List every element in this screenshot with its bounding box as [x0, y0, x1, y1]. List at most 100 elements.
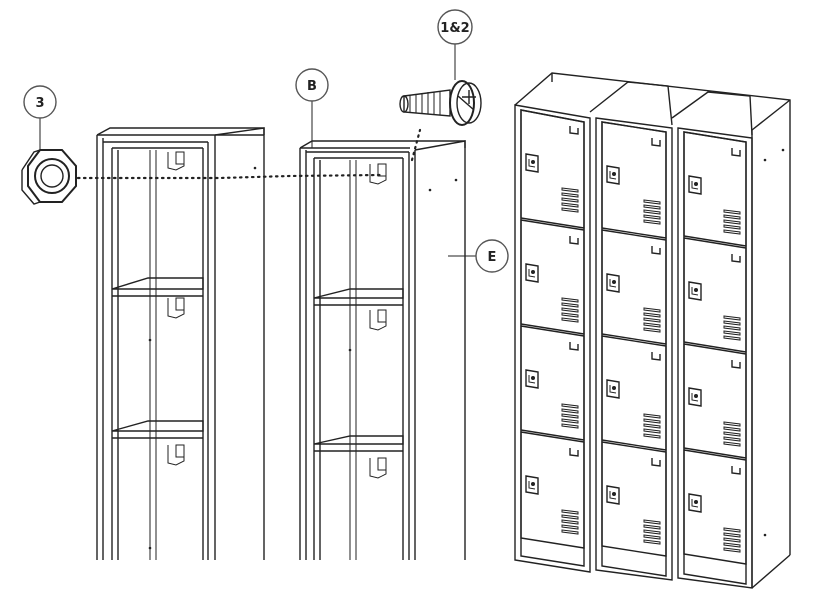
lock-keyhole	[691, 181, 699, 190]
door-handle-icon	[651, 458, 661, 467]
door-handle-icon	[731, 254, 741, 263]
lock-keyhole	[528, 269, 536, 278]
vent-slot	[723, 315, 741, 321]
lock-icon	[688, 387, 702, 407]
lock-knob	[531, 376, 535, 380]
vent-slot	[723, 335, 741, 341]
lock-icon	[688, 175, 702, 195]
vent-slot	[643, 418, 661, 424]
vent-slot	[643, 519, 661, 525]
door-details	[525, 126, 741, 553]
vent-slot	[723, 441, 741, 447]
vent-slot	[723, 219, 741, 225]
lock-knob	[612, 280, 616, 284]
vent-slot	[723, 209, 741, 215]
vent-slot	[643, 534, 661, 540]
vent-slot	[561, 403, 579, 409]
vent-slot	[723, 426, 741, 432]
vent-slot	[561, 423, 579, 429]
bolt-part	[399, 80, 482, 126]
lock-knob	[694, 394, 698, 398]
door-handle-icon	[569, 236, 579, 245]
vent-slot	[561, 413, 579, 419]
lock-icon	[525, 369, 539, 389]
vent-slot	[643, 317, 661, 323]
vent-slot	[643, 209, 661, 215]
vent-slot	[643, 529, 661, 535]
open-locker-frame-middle	[299, 140, 466, 560]
vent-slot	[723, 330, 741, 336]
lock-knob	[694, 182, 698, 186]
vent-slot	[561, 297, 579, 303]
lock-icon	[606, 485, 620, 505]
vent-slot	[723, 532, 741, 538]
assembled-locker-bank	[514, 72, 791, 589]
lock-icon	[525, 263, 539, 283]
door-handle-icon	[651, 246, 661, 255]
vent-slot	[643, 539, 661, 545]
vent-slot	[561, 317, 579, 323]
vent-slot	[643, 307, 661, 313]
vent-slot	[561, 418, 579, 424]
callout-nut: 3	[23, 85, 57, 150]
vent-slot	[561, 524, 579, 530]
vent-slot	[723, 229, 741, 235]
lock-keyhole	[691, 499, 699, 508]
vent-slot	[723, 421, 741, 427]
vent-slot	[643, 433, 661, 439]
lock-knob	[612, 492, 616, 496]
door-handle-icon	[569, 126, 579, 135]
vent-slot	[561, 187, 579, 193]
callout-side-panel-label: E	[488, 250, 497, 265]
vent-slot	[643, 312, 661, 318]
vent-slot	[643, 322, 661, 328]
door-handle-icon	[651, 138, 661, 147]
vent-slot	[561, 207, 579, 213]
vent-slot	[643, 327, 661, 333]
lock-keyhole	[609, 385, 617, 394]
open-locker-frame-left	[96, 127, 265, 560]
callout-top-frame: B	[295, 68, 329, 148]
lock-icon	[688, 281, 702, 301]
lock-keyhole	[528, 481, 536, 490]
vent-slot	[723, 537, 741, 543]
door-handle-icon	[731, 148, 741, 157]
vent-slot	[561, 519, 579, 525]
lock-keyhole	[528, 375, 536, 384]
lock-icon	[606, 379, 620, 399]
door-handle-icon	[731, 360, 741, 369]
vent-slot	[643, 219, 661, 225]
lock-knob	[612, 172, 616, 176]
vent-slot	[643, 423, 661, 429]
door-handle-icon	[651, 352, 661, 361]
lock-icon	[525, 475, 539, 495]
lock-keyhole	[609, 171, 617, 180]
vent-slot	[561, 529, 579, 535]
lock-keyhole	[528, 159, 536, 168]
door-handle-icon	[569, 448, 579, 457]
callout-top-frame-label: B	[307, 79, 317, 94]
vent-slot	[561, 408, 579, 414]
door-handle-icon	[569, 342, 579, 351]
lock-keyhole	[609, 491, 617, 500]
vent-slot	[561, 302, 579, 308]
vent-slot	[643, 214, 661, 220]
lock-icon	[606, 165, 620, 185]
vent-slot	[723, 542, 741, 548]
vent-slot	[561, 202, 579, 208]
lock-icon	[606, 273, 620, 293]
vent-slot	[561, 197, 579, 203]
vent-slot	[723, 320, 741, 326]
vent-slot	[561, 514, 579, 520]
lock-knob	[612, 386, 616, 390]
vent-slot	[561, 312, 579, 318]
vent-slot	[561, 307, 579, 313]
vent-slot	[643, 428, 661, 434]
lock-keyhole	[691, 393, 699, 402]
lock-icon	[688, 493, 702, 513]
vent-slot	[723, 325, 741, 331]
vent-slot	[643, 413, 661, 419]
door-column-2	[601, 121, 667, 557]
vent-slot	[723, 214, 741, 220]
vent-slot	[723, 224, 741, 230]
